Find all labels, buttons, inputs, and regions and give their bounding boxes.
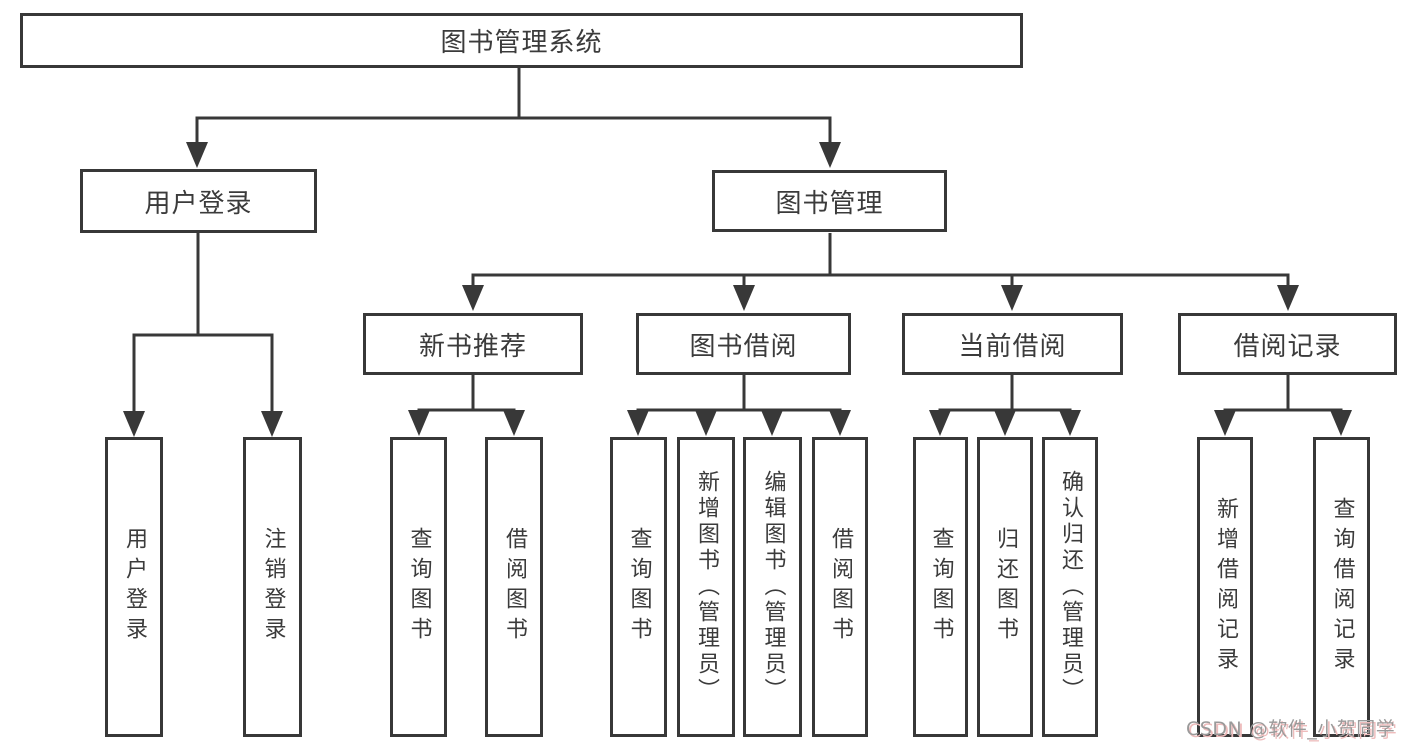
node-label: 归还图书 [993, 527, 1018, 647]
arrowhead-icon [503, 410, 525, 436]
arrowhead-icon [761, 410, 783, 436]
node-label: 图书借阅 [689, 331, 798, 362]
leaf-return-books: 归还图书 [977, 437, 1033, 737]
node-label: 编辑图书（管理员） [760, 470, 786, 704]
arrowhead-icon [994, 410, 1016, 436]
connector-user-login-split [132, 233, 274, 414]
arrowhead-icon [186, 142, 208, 168]
node-label: 查询图书 [626, 527, 652, 647]
leaf-query-books-borrowing: 查询图书 [610, 437, 667, 737]
node-user-login: 用户登录 [80, 169, 317, 233]
node-book-management: 图书管理 [712, 170, 947, 232]
node-label: 新增图书（管理员） [694, 470, 719, 704]
node-label: 用户登录 [144, 188, 253, 219]
arrowhead-icon [929, 410, 951, 436]
arrowhead-icon [733, 285, 755, 311]
arrowhead-icon [1214, 410, 1236, 436]
node-label: 新书推荐 [418, 331, 527, 362]
leaf-user-login: 用户登录 [105, 437, 163, 737]
arrowhead-icon [1001, 285, 1023, 311]
leaf-query-books-recommend: 查询图书 [390, 437, 447, 737]
node-label: 当前借阅 [958, 331, 1067, 362]
leaf-borrow-books: 借阅图书 [812, 437, 868, 737]
connector-new-book-split [417, 375, 516, 412]
arrowhead-icon [627, 410, 649, 436]
connector-book-borrow-split [636, 375, 842, 412]
node-book-borrowing: 图书借阅 [636, 313, 851, 375]
leaf-add-borrow-record: 新增借阅记录 [1197, 437, 1253, 737]
node-label: 查询图书 [928, 527, 954, 647]
leaf-edit-book-admin: 编辑图书（管理员） [743, 437, 802, 737]
arrowhead-icon [261, 411, 283, 437]
arrowhead-icon [408, 410, 430, 436]
leaf-confirm-return-admin: 确认归还（管理员） [1042, 437, 1098, 737]
node-borrowing-records: 借阅记录 [1178, 313, 1397, 375]
csdn-watermark: CSDN @软件_小贺同学 [1186, 718, 1396, 740]
arrowhead-icon [829, 410, 851, 436]
node-label: 图书管理系统 [440, 28, 603, 58]
arrowhead-icon [695, 410, 717, 436]
arrowhead-icon [819, 142, 841, 168]
connector-borrow-record-split [1223, 375, 1343, 412]
arrowhead-icon [1330, 410, 1352, 436]
node-label: 借阅记录 [1233, 331, 1342, 362]
node-label: 借阅图书 [828, 527, 853, 647]
node-label: 确认归还（管理员） [1058, 470, 1083, 704]
connector-root-split [195, 68, 832, 145]
arrowhead-icon [123, 411, 145, 437]
node-new-book-recommendation: 新书推荐 [363, 313, 583, 375]
node-label: 查询图书 [406, 527, 432, 647]
connector-book-management-split [471, 233, 1290, 288]
node-label: 用户登录 [122, 527, 147, 647]
node-label: 借阅图书 [502, 527, 527, 647]
arrowhead-icon [1059, 410, 1081, 436]
node-library-management-system: 图书管理系统 [20, 13, 1023, 68]
leaf-borrow-books-recommend: 借阅图书 [485, 437, 543, 737]
leaf-add-book-admin: 新增图书（管理员） [677, 437, 735, 737]
connector-current-borrow-split [938, 375, 1072, 412]
arrowhead-icon [462, 285, 484, 311]
node-label: 查询借阅记录 [1329, 497, 1355, 677]
leaf-logout: 注销登录 [243, 437, 302, 737]
node-current-borrowing: 当前借阅 [902, 313, 1123, 375]
arrowhead-icon [1277, 285, 1299, 311]
leaf-query-borrow-record: 查询借阅记录 [1313, 437, 1370, 737]
leaf-query-books-current: 查询图书 [913, 437, 968, 737]
node-label: 图书管理 [775, 188, 884, 219]
node-label: 新增借阅记录 [1213, 497, 1238, 677]
node-label: 注销登录 [260, 527, 286, 647]
